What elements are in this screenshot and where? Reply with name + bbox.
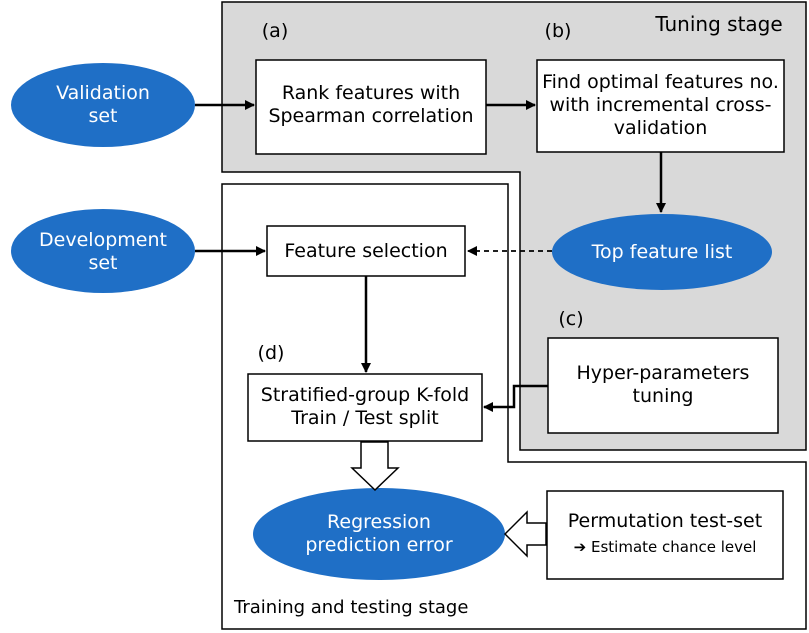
development-set-line-1: Development [39, 229, 167, 251]
feature-selection-box [266, 225, 466, 277]
validation-set-line-1: Validation [56, 82, 150, 104]
top-feature-list-label: Top feature list [552, 241, 772, 264]
step-label-c: (c) [558, 308, 584, 330]
arrow-hyper-to-kfold [483, 384, 548, 412]
training-stage-label: Training and testing stage [234, 597, 469, 618]
kfold-split-box [247, 373, 483, 442]
find-optimal-line-2: with incremental cross- [549, 94, 772, 116]
kfold-split-label: Stratified-group K-fold Train / Test spl… [248, 384, 482, 430]
permutation-test-note-line: ➔ Estimate chance level [547, 536, 783, 559]
regression-error-line-1: Regression [327, 511, 431, 533]
hyper-parameters-box [547, 337, 779, 434]
rank-features-line-2: Spearman correlation [268, 105, 474, 127]
rank-features-line-1: Rank features with [281, 82, 461, 104]
development-set-ellipse [11, 209, 195, 293]
feature-selection-label: Feature selection [267, 240, 465, 263]
validation-set-line-2: set [88, 105, 118, 127]
hyper-parameters-line-2: tuning [632, 385, 694, 407]
tuning-stage-label: Tuning stage [655, 12, 783, 36]
regression-error-ellipse [253, 488, 505, 580]
step-label-d: (d) [257, 342, 285, 364]
development-set-line-2: set [88, 252, 118, 274]
validation-set-label: Validation set [13, 82, 193, 128]
find-optimal-line-1: Find optimal features no. [542, 71, 779, 93]
regression-error-label: Regression prediction error [253, 511, 505, 557]
validation-set-ellipse [11, 63, 195, 147]
feature-selection-line-1: Feature selection [284, 240, 448, 262]
top-feature-list-ellipse [552, 214, 772, 290]
rank-features-label: Rank features with Spearman correlation [256, 82, 486, 128]
permutation-test-title: Permutation test-set [567, 510, 763, 532]
development-set-label: Development set [13, 229, 193, 275]
kfold-split-line-1: Stratified-group K-fold [260, 384, 470, 406]
permutation-test-note: Estimate chance level [590, 538, 757, 556]
right-arrow-icon: ➔ [573, 538, 587, 556]
hollow-arrow-kfold-to-regression [350, 441, 400, 492]
step-label-b: (b) [544, 20, 572, 42]
permutation-test-label: Permutation test-set ➔ Estimate chance l… [547, 510, 783, 559]
rank-features-box [255, 59, 487, 155]
hyper-parameters-line-1: Hyper-parameters [576, 362, 750, 384]
top-feature-list-line-1: Top feature list [591, 241, 733, 263]
regression-error-line-2: prediction error [305, 534, 453, 556]
find-optimal-line-3: validation [613, 117, 708, 139]
find-optimal-label: Find optimal features no. with increment… [537, 71, 784, 140]
permutation-test-box [546, 490, 784, 580]
kfold-split-line-2: Train / Test split [291, 407, 439, 429]
hollow-arrow-permutation-to-regression [503, 510, 547, 558]
hyper-parameters-label: Hyper-parameters tuning [548, 362, 778, 408]
find-optimal-box [536, 59, 785, 153]
step-label-a: (a) [261, 20, 289, 42]
